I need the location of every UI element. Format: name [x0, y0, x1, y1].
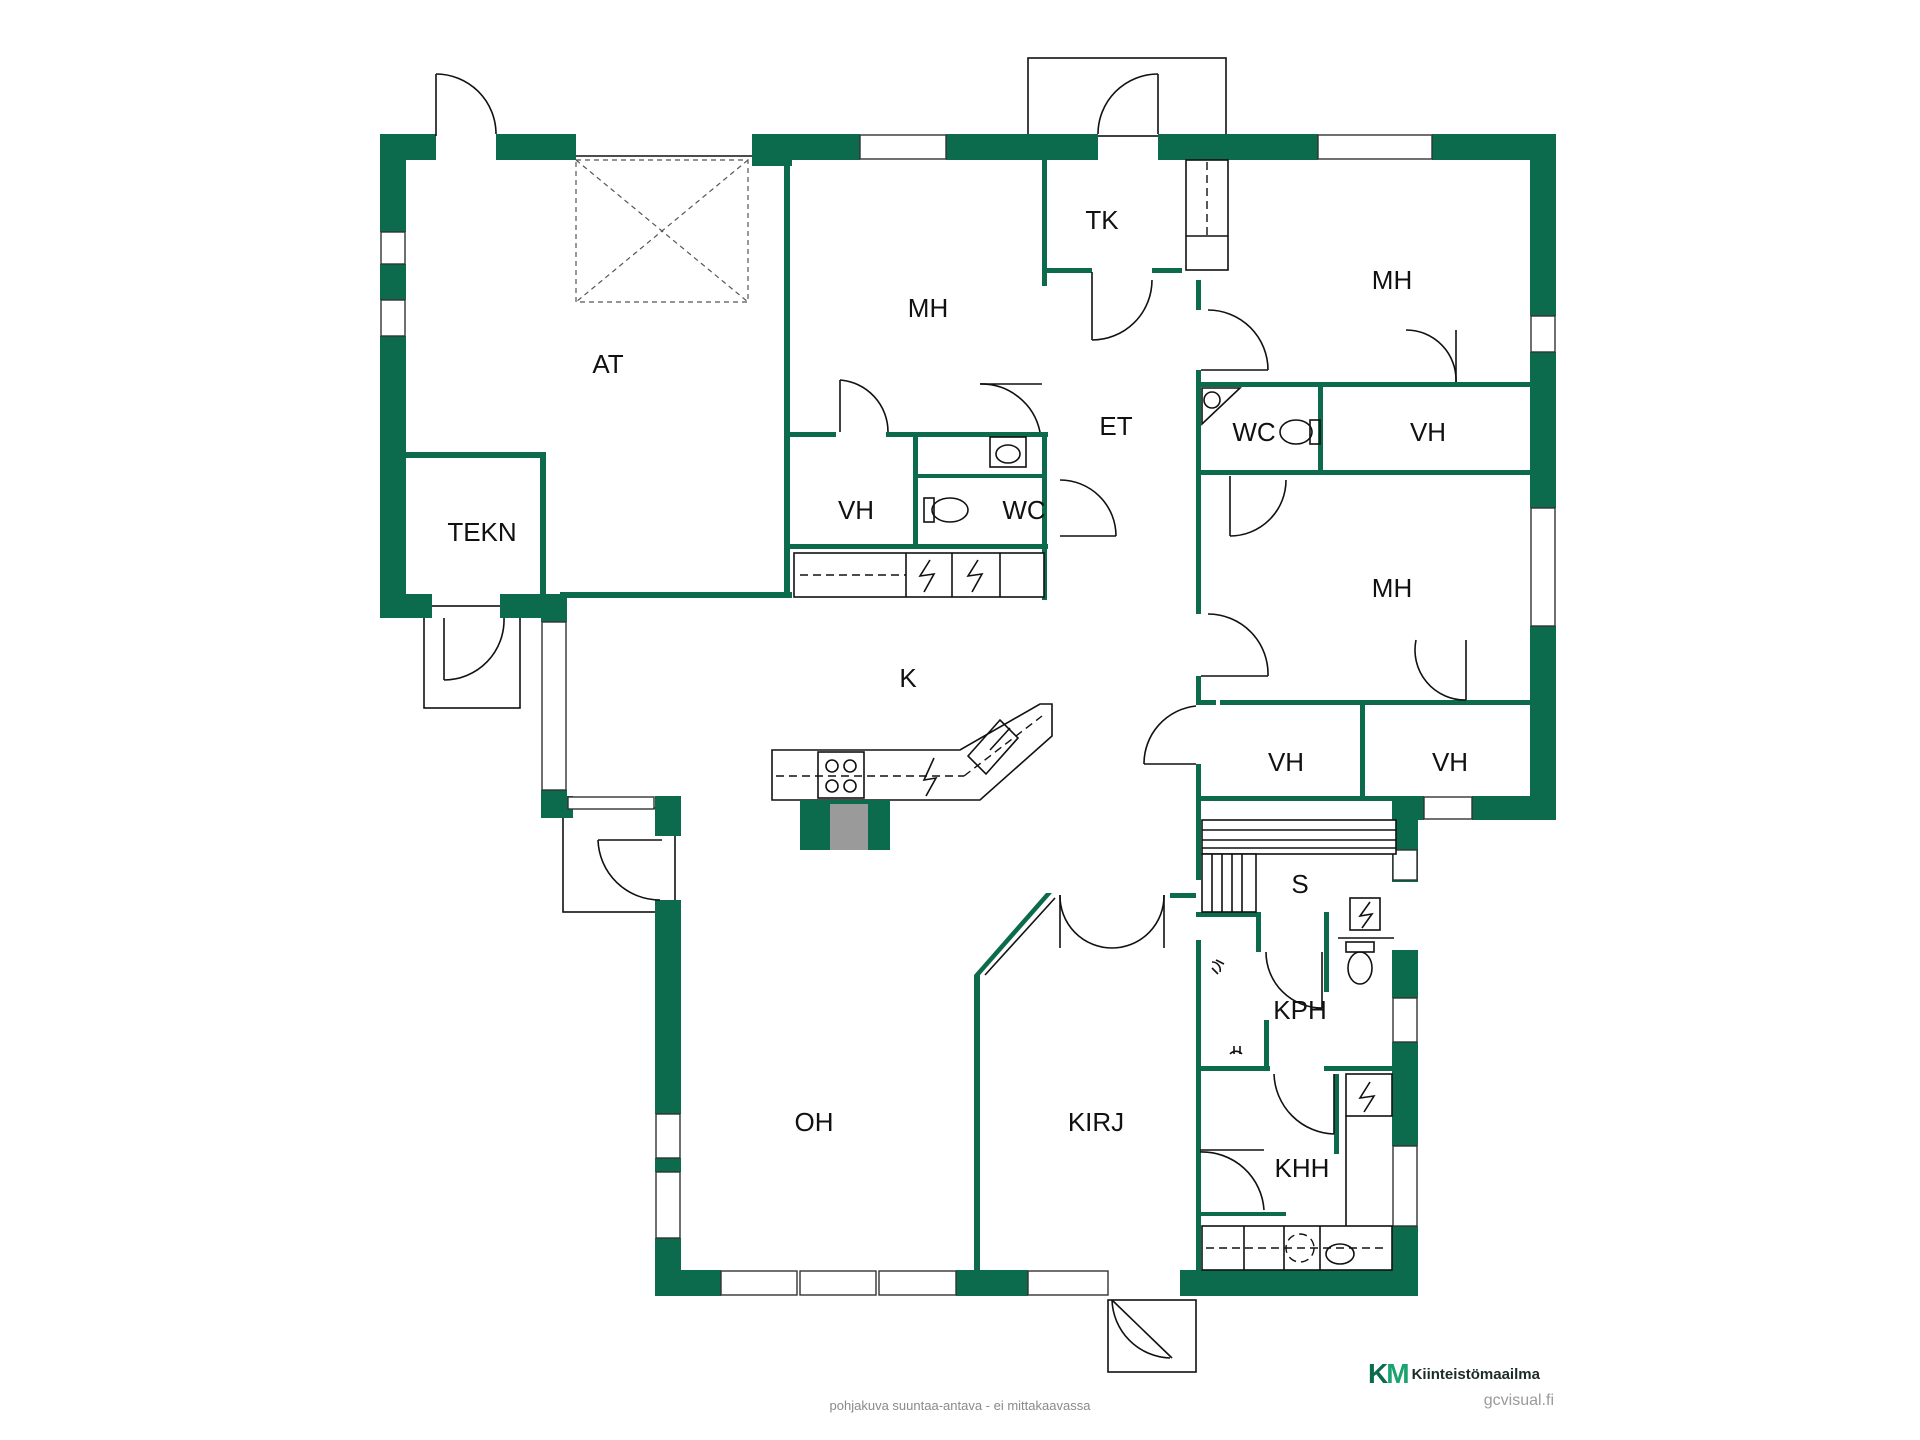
electric-icon: [918, 559, 936, 593]
room-label-vh-lower-left: VH: [1268, 747, 1304, 777]
room-label-kirj: KIRJ: [1068, 1107, 1124, 1137]
room-label-khh: KHH: [1275, 1153, 1330, 1183]
wardrobe-row: [793, 552, 1045, 598]
room-labels: AT TEKN MH TK MH ET WC VH VH WC MH K VH …: [447, 205, 1468, 1183]
room-label-vh-left: VH: [838, 495, 874, 525]
room-label-mh-top-right: MH: [1372, 265, 1412, 295]
brand-mark-icon: KM: [1368, 1358, 1410, 1389]
toilet-icon: [923, 497, 969, 523]
washbasin-icon: [989, 436, 1027, 468]
windows: [380, 134, 1556, 1296]
doors: [435, 73, 1467, 1359]
washbasin-icon: [1325, 1243, 1355, 1265]
room-label-wc-right: WC: [1232, 417, 1275, 447]
sauna-bench: [1201, 819, 1397, 913]
stove-icon: [817, 751, 865, 799]
skylight: [575, 155, 752, 303]
brand-logo: KM Kiinteistömaailma: [1368, 1358, 1540, 1390]
room-label-oh: OH: [795, 1107, 834, 1137]
disclaimer-note: pohjakuva suuntaa-antava - ei mittakaava…: [829, 1398, 1091, 1413]
room-label-k: K: [899, 663, 917, 693]
toilet-icon: [1279, 419, 1321, 445]
washbasin-icon: [1201, 387, 1243, 426]
room-label-et: ET: [1099, 411, 1132, 441]
electric-icon: [1358, 901, 1374, 929]
room-label-mh-middle-right: MH: [1372, 573, 1412, 603]
interior-walls: [404, 160, 1538, 1275]
kitchen-island: [771, 703, 1053, 850]
brand-name: Kiinteistömaailma: [1411, 1365, 1540, 1383]
room-label-s: S: [1291, 869, 1308, 899]
credit-text: gcvisual.fi: [1483, 1392, 1554, 1409]
room-label-tekn: TEKN: [447, 517, 516, 547]
electric-icon: [1358, 1081, 1376, 1113]
room-label-tk: TK: [1085, 205, 1119, 235]
porch-outlines: [423, 57, 1227, 1373]
fixtures: [918, 387, 1397, 1271]
shower-icon: [1229, 1046, 1243, 1055]
shower-icon: [1211, 959, 1225, 975]
room-label-kph: KPH: [1273, 995, 1326, 1025]
electric-icon: [922, 757, 938, 797]
sink-icon: [966, 718, 1020, 776]
room-label-vh-right-upper: VH: [1410, 417, 1446, 447]
electric-icon: [966, 559, 984, 593]
exterior-walls: [380, 134, 1556, 1296]
toilet-icon: [1345, 941, 1375, 985]
room-label-wc-left: WC: [1002, 495, 1045, 525]
room-label-at: AT: [592, 349, 623, 379]
room-label-mh-top-left: MH: [908, 293, 948, 323]
washing-machine-icon: [1285, 1233, 1315, 1263]
room-label-vh-lower-right: VH: [1432, 747, 1468, 777]
